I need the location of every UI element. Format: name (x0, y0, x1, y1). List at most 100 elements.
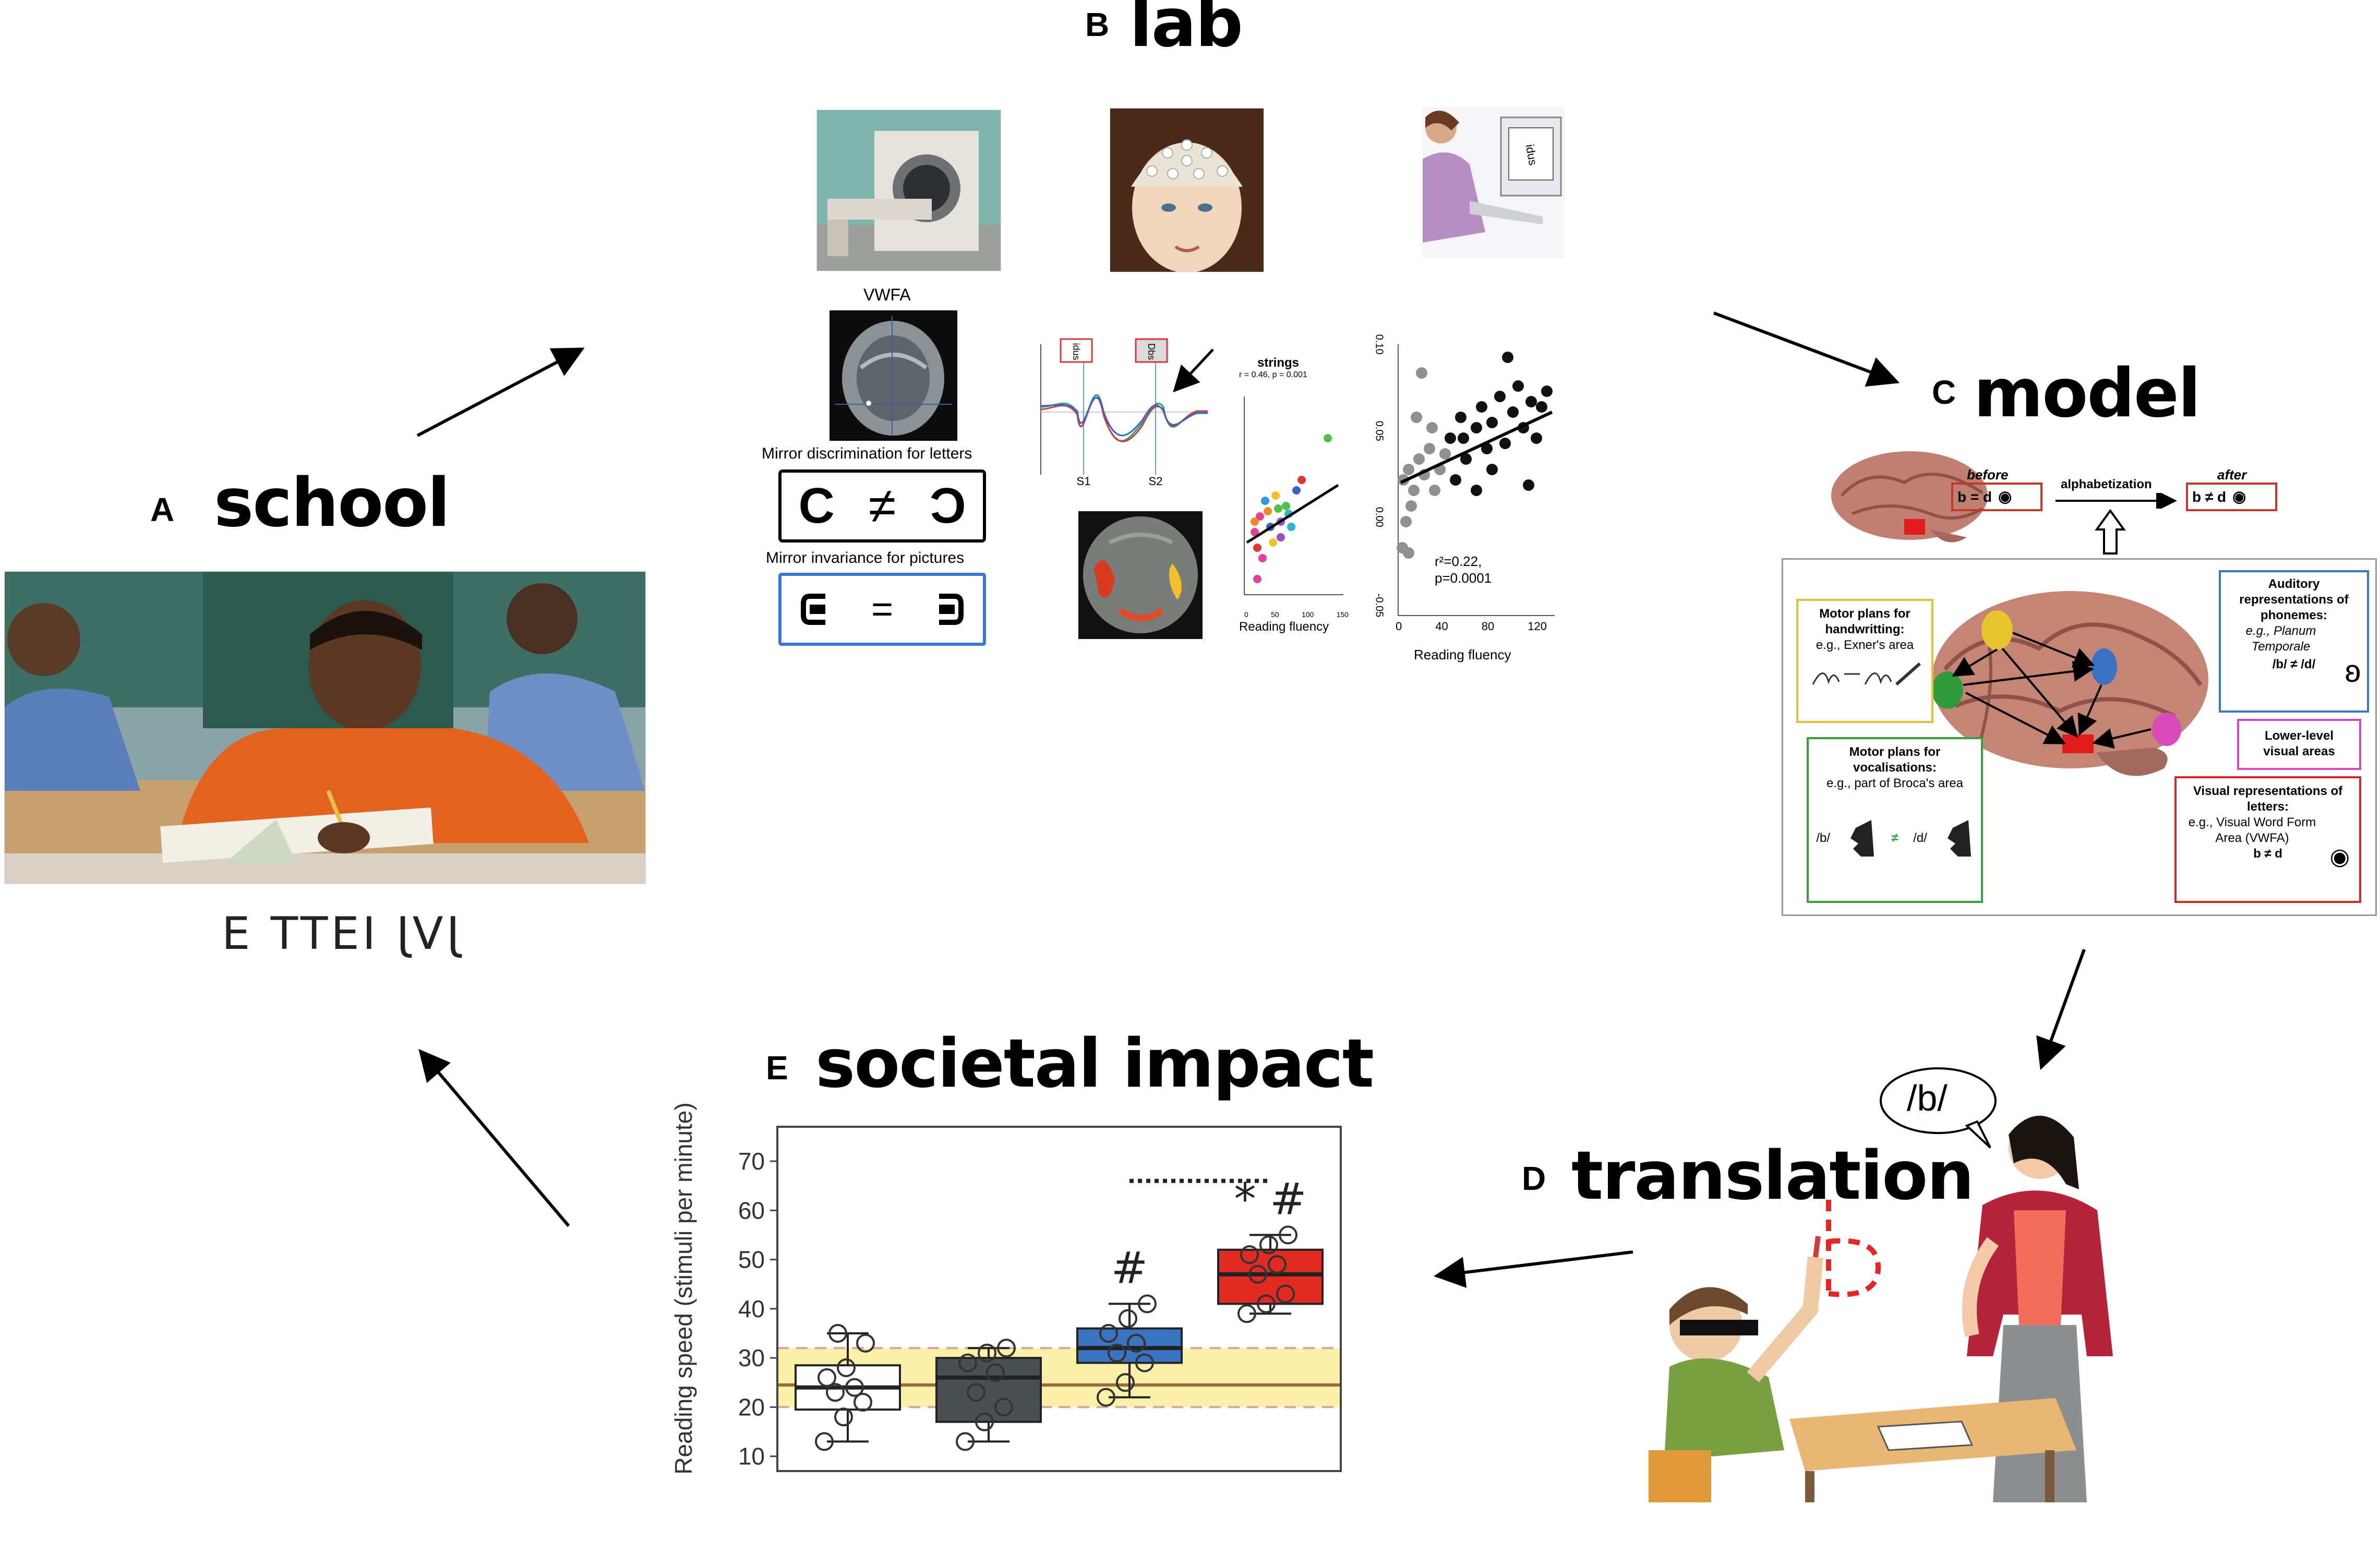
annotation-3: * # (1234, 1173, 1306, 1224)
point-0-1 (834, 1407, 853, 1427)
point-0-7 (856, 1333, 875, 1353)
before-box: b = d ◉ (1951, 483, 2042, 511)
y-tick-label-5: 60 (738, 1197, 765, 1224)
speech-text: /b/ (1907, 1078, 1948, 1118)
point-1-0 (956, 1432, 975, 1451)
point-1-6 (978, 1343, 996, 1363)
fluency-points (1397, 352, 1553, 559)
erp-tag-1: idus (1071, 343, 1081, 360)
small-xtick-2: 100 (1301, 610, 1314, 619)
point-0-4 (845, 1378, 864, 1397)
panel-b-title: lab (1129, 0, 1243, 62)
point-3-4 (1268, 1255, 1287, 1274)
chart-ylabel: Reading speed (stimuli per minute) (670, 1102, 697, 1475)
auditory-box: Auditory representations of phonemes: e.… (2219, 570, 2369, 713)
handwriting-icon (1812, 662, 1921, 686)
visual-title: Visual representations of letters: (2193, 784, 2343, 814)
large-xtick-3: 120 (1528, 620, 1547, 633)
panel-a-letter: A (150, 491, 175, 528)
y-tick-label-4: 50 (738, 1246, 765, 1273)
small-xtick-3: 150 (1336, 610, 1349, 619)
vwfa-brain-scan (830, 310, 957, 441)
model-diagram-box: Motor plans for handwritting: e.g., Exne… (1782, 558, 2377, 916)
plot-frame (776, 1126, 1342, 1472)
mri-scanner-photo (816, 110, 1001, 271)
hollow-up-arrow (2095, 509, 2126, 555)
point-0-2 (854, 1393, 872, 1412)
broca-area (1932, 671, 1963, 709)
large-xlabel: Reading fluency (1414, 647, 1511, 662)
large-ytick-2: 0.00 (1373, 507, 1385, 527)
classroom-photo (4, 571, 646, 884)
after-equation: b ≠ d (2192, 488, 2227, 505)
y-tick-label-3: 40 (738, 1295, 765, 1322)
panel-e-title: societal impact (815, 1025, 1374, 1103)
point-1-3 (967, 1383, 985, 1402)
annotation-2: # (1111, 1242, 1148, 1293)
ear-icon: ʚ (2345, 654, 2361, 689)
panel-b-letter: B (1085, 6, 1110, 43)
erp-s1: S1 (1077, 475, 1091, 488)
computer-task-illustration: idus (1423, 107, 1565, 258)
teacher-student-illustration (1649, 1115, 2113, 1502)
after-label: after (2217, 467, 2247, 483)
point-0-8 (828, 1324, 847, 1343)
strings-stat: r = 0.46, p = 0.001 (1239, 370, 1307, 379)
eeg-cap-photo (1110, 108, 1264, 272)
arrow-e-to-a (418, 1049, 570, 1227)
mouth-profile-icon-2 (1947, 820, 1971, 857)
not-equal-sign: ≠ (868, 478, 896, 534)
small-xlabel: Reading fluency (1239, 620, 1329, 634)
panel-c-letter: C (1932, 374, 1956, 411)
erp-tag-box-1 (1060, 338, 1093, 363)
motor-voc-eg: e.g., part of Broca's area (1826, 776, 1964, 790)
small-xtick-0: 0 (1244, 610, 1248, 619)
mirror-pictures-box: = (778, 573, 986, 646)
point-2-2 (1135, 1353, 1154, 1372)
exner-area (1981, 610, 2013, 650)
vwfa-area (2062, 734, 2094, 753)
alphabetization-label: alphabetization (2061, 477, 2152, 491)
visual-letters-box: Visual representations of letters: e.g.,… (2174, 776, 2361, 903)
point-0-3 (826, 1383, 845, 1402)
auditory-title: Auditory representations of phonemes: (2239, 577, 2349, 622)
large-xtick-2: 80 (1481, 620, 1495, 633)
plug-mirrored-icon (939, 594, 964, 625)
lower-visual-box: Lower-level visual areas (2237, 719, 2361, 770)
point-2-6 (1119, 1309, 1137, 1328)
erp-tag-2: Dbs (1146, 343, 1157, 360)
point-0-5 (818, 1368, 836, 1387)
point-3-7 (1279, 1225, 1297, 1245)
point-2-0 (1097, 1388, 1115, 1407)
arrow-a-to-b (416, 347, 585, 437)
point-2-3 (1108, 1343, 1126, 1363)
visual-eg: e.g., Visual Word Form Area (VWFA) (2188, 815, 2316, 845)
before-equation: b = d (1957, 488, 1992, 505)
point-2-4 (1127, 1333, 1146, 1353)
plug-icon (800, 594, 825, 625)
large-brain-illustration (1932, 591, 2208, 776)
erp-waveform-plot: idus Dbs S1 S2 (1025, 334, 1216, 490)
small-brain-illustration (1831, 451, 1988, 543)
motor-voc-b: /b/ (1816, 831, 1831, 845)
point-3-5 (1240, 1245, 1259, 1264)
large-xtick-1: 40 (1435, 620, 1448, 633)
point-1-1 (975, 1412, 994, 1431)
eye-icon-3: ◉ (2329, 844, 2350, 870)
erp-s2: S2 (1149, 475, 1163, 488)
panel-d-letter: D (1522, 1160, 1546, 1197)
y-tick-label-0: 10 (738, 1443, 765, 1470)
large-stat: r²=0.22, p=0.0001 (1435, 553, 1492, 586)
mirror-letters-label: Mirror discrimination for letters (762, 445, 972, 462)
motor-voc-d: /d/ (1913, 831, 1927, 845)
motor-hand-title: Motor plans for handwritting: (1819, 607, 1910, 636)
point-3-3 (1248, 1264, 1267, 1284)
brain-activation-map (1078, 511, 1203, 639)
panel-e-letter: E (766, 1049, 788, 1087)
visual-eq: b ≠ d (2253, 847, 2282, 861)
mirror-writing: JVJ IƎTT Ǝ (146, 892, 532, 986)
point-2-1 (1116, 1373, 1135, 1392)
motor-voc-title: Motor plans for vocalisations: (1849, 745, 1941, 775)
